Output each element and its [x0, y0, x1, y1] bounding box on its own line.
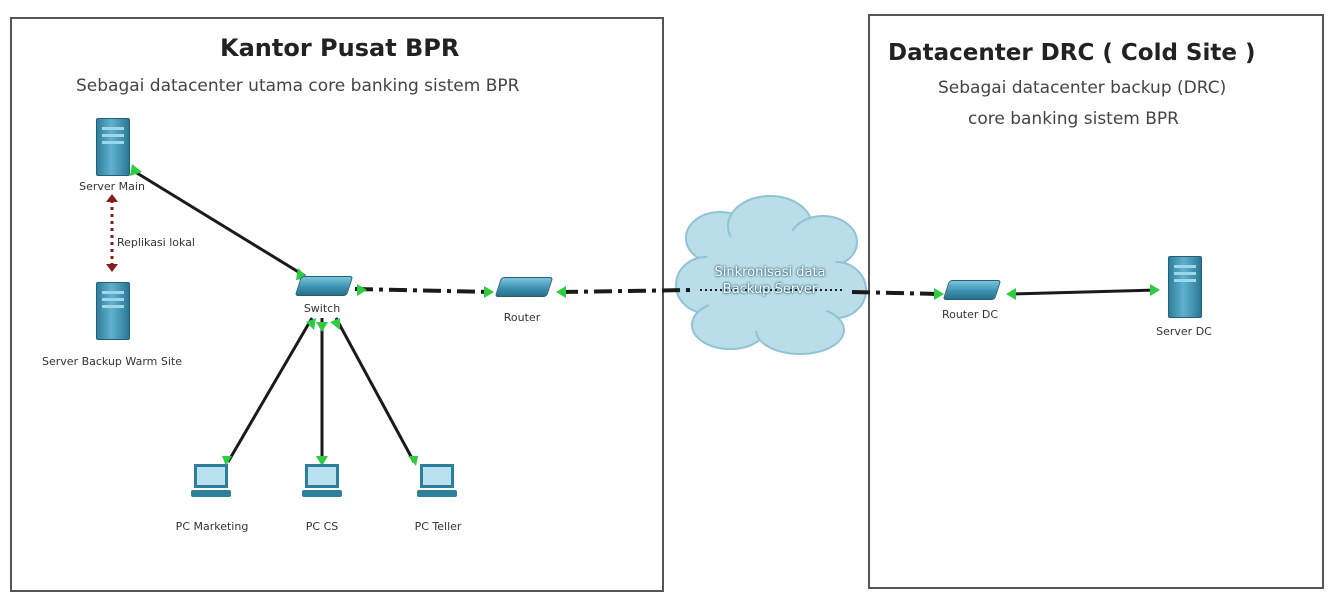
link-servermain-switch [131, 168, 306, 278]
switch-label: Switch [303, 302, 341, 315]
link-switch-pcmarketing [226, 317, 314, 463]
cloud-label-line1: Sinkronisasi data [714, 265, 826, 280]
pc-marketing-icon[interactable] [191, 464, 231, 497]
cloud-icon [675, 195, 867, 355]
router-dc-icon[interactable] [942, 280, 1002, 300]
router-icon[interactable] [494, 277, 554, 297]
datacenter-drc-title: Datacenter DRC ( Cold Site ) [888, 40, 1256, 66]
keyboard-icon [302, 490, 342, 497]
pc-cs-label: PC CS [305, 520, 339, 533]
link-switch-router [354, 287, 491, 294]
replication-arrow-up [106, 194, 118, 202]
link-cloud-routerdc [851, 290, 941, 296]
datacenter-drc-subtitle-line1: Sebagai datacenter backup (DRC) [938, 78, 1227, 98]
link-router-cloud [559, 288, 693, 294]
link-routerdc-serverdc [1011, 288, 1159, 296]
server-dc-label: Server DC [1156, 325, 1212, 338]
pc-teller-icon[interactable] [417, 464, 457, 497]
router-dc-label: Router DC [941, 308, 999, 321]
router-label: Router [503, 311, 541, 324]
replication-arrow-down [106, 264, 118, 272]
link-endpoints [130, 164, 1160, 466]
switch-icon[interactable] [294, 276, 354, 296]
kantor-pusat-subtitle: Sebagai datacenter utama core banking si… [76, 76, 520, 96]
cloud-label-line2: Backup Server [722, 282, 818, 297]
pc-cs-icon[interactable] [302, 464, 342, 497]
monitor-icon [194, 464, 228, 488]
pc-marketing-label: PC Marketing [175, 520, 249, 533]
keyboard-icon [417, 490, 457, 497]
server-main-label: Server Main [79, 180, 145, 193]
keyboard-icon [191, 490, 231, 497]
monitor-icon [420, 464, 454, 488]
pc-teller-label: PC Teller [414, 520, 462, 533]
datacenter-drc-panel [868, 14, 1324, 589]
server-main-icon[interactable] [96, 118, 130, 176]
server-dc-icon[interactable] [1168, 256, 1202, 318]
link-switch-pcteller [334, 317, 416, 463]
cloud-label: Sinkronisasi data Backup Server [710, 264, 830, 298]
replication-label: Replikasi lokal [117, 236, 195, 249]
kantor-pusat-title: Kantor Pusat BPR [220, 34, 460, 62]
server-backup-label: Server Backup Warm Site [42, 355, 182, 368]
monitor-icon [305, 464, 339, 488]
datacenter-drc-subtitle-line2: core banking sistem BPR [968, 109, 1179, 129]
server-backup-icon[interactable] [96, 282, 130, 340]
